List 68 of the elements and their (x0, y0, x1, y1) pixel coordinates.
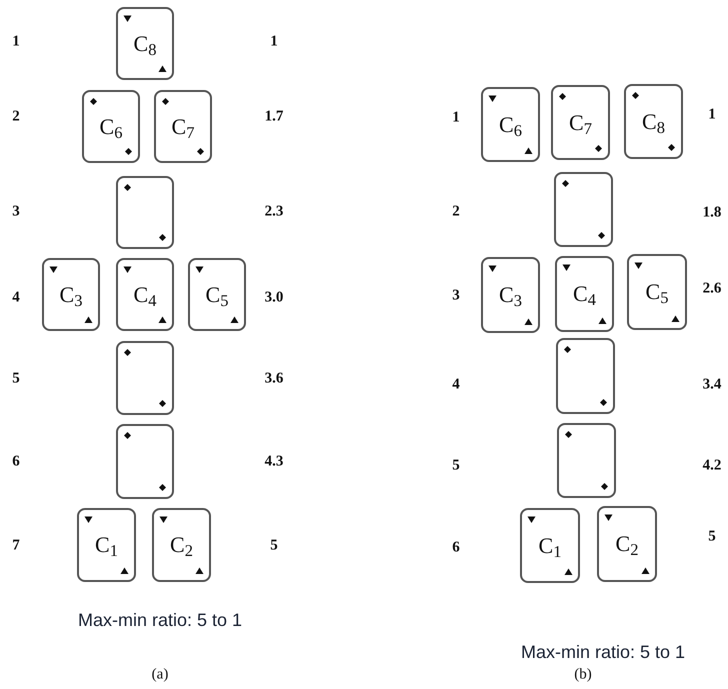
card-label: C$_{3}$ (60, 284, 82, 306)
row-value: 2.3 (264, 204, 284, 220)
row-value: 4.2 (702, 458, 722, 474)
row-value: 2 (12, 110, 20, 124)
card (556, 338, 615, 414)
card (481, 87, 540, 162)
card-label: C$_{8}$ (642, 110, 665, 132)
card (551, 85, 610, 160)
card-label: C$_{8}$ (134, 32, 156, 54)
card (42, 258, 100, 331)
card (624, 84, 683, 159)
row-value: 3.6 (264, 372, 284, 386)
card-label: C$_{1}$ (538, 534, 562, 556)
card (520, 508, 580, 583)
caption: Max-min ratio: 5 to 1 (520, 643, 686, 661)
row-value: 3 (452, 288, 460, 304)
card (597, 506, 657, 582)
card-label: C$_{3}$ (499, 284, 522, 306)
row-value: 2.6 (702, 282, 722, 296)
row-value: 6 (12, 454, 20, 470)
card-label: C$_{1}$ (95, 534, 118, 556)
card (557, 423, 616, 498)
panel-label: (b) (574, 668, 592, 682)
row-value: 1.8 (702, 206, 722, 220)
row-value: 5 (270, 538, 278, 554)
card-label: C$_{5}$ (206, 284, 228, 306)
card-label: C$_{4}$ (134, 284, 156, 306)
card (116, 424, 174, 499)
card-label: C$_{6}$ (100, 116, 122, 138)
card (481, 257, 540, 333)
row-value: 5 (12, 372, 20, 386)
row-value: 2 (452, 204, 460, 220)
row-value: 4 (452, 378, 460, 392)
card (154, 90, 212, 163)
row-value: 3 (12, 204, 20, 220)
card-label: C$_{5}$ (646, 281, 668, 303)
row-value: 1 (12, 34, 20, 50)
row-value: 1 (452, 110, 460, 126)
card (116, 341, 174, 415)
card (152, 508, 211, 582)
card (77, 508, 136, 582)
row-value: 3.4 (702, 378, 722, 392)
card (554, 172, 613, 247)
card (627, 254, 687, 330)
card (116, 7, 174, 80)
card-label: C$_{7}$ (569, 112, 592, 134)
card-label: C$_{6}$ (499, 114, 522, 136)
card-label: C$_{2}$ (616, 533, 638, 555)
card (116, 176, 174, 249)
row-value: 1.7 (264, 110, 284, 124)
row-value: 6 (452, 540, 460, 556)
card-label: C$_{4}$ (573, 283, 596, 305)
card (116, 258, 174, 331)
row-value: 4.3 (264, 454, 284, 470)
caption: Max-min ratio: 5 to 1 (78, 611, 242, 629)
row-value: 4 (12, 290, 20, 306)
row-value: 1 (708, 108, 716, 122)
card (82, 90, 140, 163)
row-value: 5 (452, 458, 460, 474)
panel-label: (a) (152, 668, 168, 682)
row-value: 1 (270, 34, 278, 50)
row-value: 3.0 (264, 290, 284, 306)
row-value: 7 (12, 538, 20, 554)
card (555, 256, 614, 332)
card-label: C$_{7}$ (172, 116, 194, 138)
card (188, 258, 246, 331)
card-label: C$_{2}$ (170, 534, 193, 556)
row-value: 5 (708, 530, 716, 544)
